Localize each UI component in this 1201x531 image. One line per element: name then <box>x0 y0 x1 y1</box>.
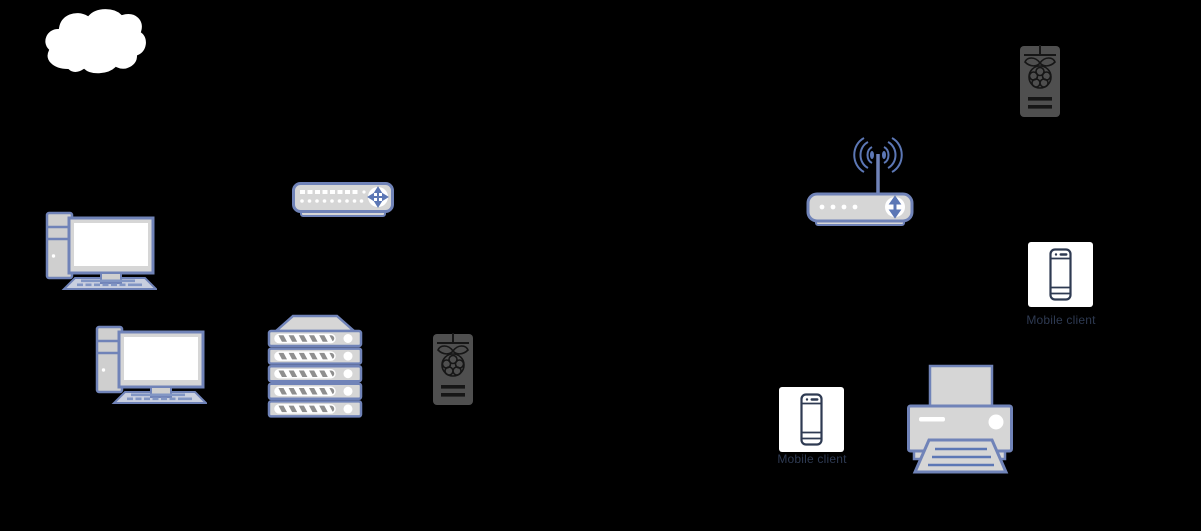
network-switch-icon <box>292 182 394 218</box>
server-stack-icon <box>266 311 364 419</box>
wireless-router-icon <box>806 136 918 226</box>
raspberry-pi-icon <box>432 333 474 406</box>
desktop-computer-icon <box>45 210 157 290</box>
raspberry-pi-icon <box>1019 45 1061 118</box>
smartphone-icon <box>1028 242 1093 307</box>
printer-icon <box>907 364 1013 474</box>
node-label: Mobile client <box>1026 313 1096 327</box>
smartphone-icon <box>779 387 844 452</box>
cloud-icon <box>38 6 150 78</box>
desktop-computer-icon <box>95 324 207 404</box>
node-label: Mobile client <box>777 452 847 466</box>
